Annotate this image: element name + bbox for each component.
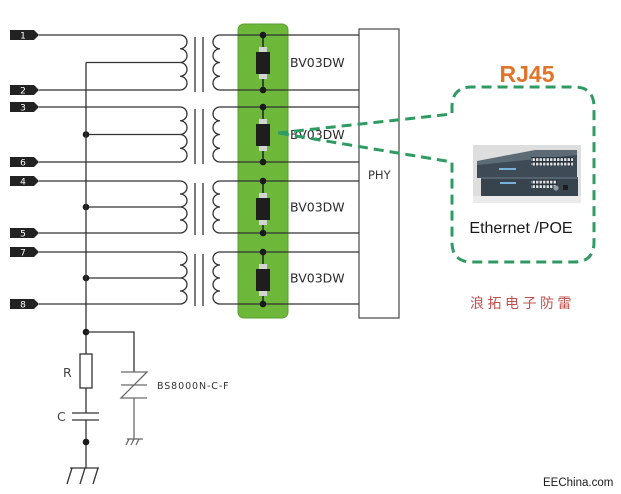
tvs-cap: [259, 74, 267, 79]
junction-dot: [82, 438, 90, 446]
switch-power-port: [563, 185, 568, 190]
pin-7: 7: [10, 247, 180, 258]
pin-tag: [10, 247, 39, 257]
pin-2: 2: [10, 85, 180, 96]
rj45-callout-bubble: [277, 85, 596, 264]
tvs-cap: [259, 119, 267, 124]
phy-box: [358, 28, 400, 319]
junction-dot: [259, 177, 267, 185]
gdt-part-label: BS8000N-C-F: [157, 381, 230, 392]
phy-block: PHY: [358, 28, 400, 319]
pin-label: 5: [20, 229, 26, 239]
tvs-cap: [259, 220, 267, 225]
pin-label: 2: [20, 86, 26, 96]
device-label: Ethernet /POE: [469, 220, 572, 237]
secondary-winding: [212, 251, 221, 305]
pin-label: 7: [20, 248, 26, 258]
tvs-cap: [259, 146, 267, 151]
tvs-diode-4: BV03DW: [256, 248, 345, 308]
pin-tag: [10, 102, 39, 112]
junction-dot: [259, 86, 267, 94]
resistor-label: R: [63, 365, 72, 380]
switch-label-strip: [500, 182, 516, 184]
junction-dot: [259, 229, 267, 237]
switch-photo-floor: [473, 196, 581, 203]
pin-tag: [10, 299, 39, 309]
switch-top-face: [477, 150, 577, 166]
center-tap-protection-network: R C BS8000N-C-F: [57, 62, 230, 485]
ground-hatch: [125, 438, 140, 446]
pin-label: 1: [20, 31, 26, 41]
tvs-body: [256, 124, 270, 146]
pin-label: 4: [20, 177, 26, 187]
switch-lower-edge: [481, 177, 578, 179]
site-watermark: EEChina.com: [543, 477, 613, 489]
tvs-part-label: BV03DW: [290, 55, 345, 70]
tvs-array-background: [237, 23, 289, 319]
tvs-part-label: BV03DW: [290, 271, 345, 286]
switch-lower-ports: [531, 180, 557, 188]
tvs-diode-3: BV03DW: [256, 177, 345, 237]
tvs-body: [256, 269, 270, 291]
pin-tag: [10, 176, 39, 186]
pin-8: 8: [10, 299, 180, 310]
junction-dot: [259, 158, 267, 166]
tvs-cap: [259, 193, 267, 198]
pin-tag: [10, 85, 39, 95]
junction-dot: [259, 103, 267, 111]
capacitor-label: C: [57, 409, 66, 424]
tvs-body: [256, 198, 270, 220]
pin-1: 1: [10, 30, 180, 41]
capacitor-symbol: [72, 412, 99, 421]
pin-5: 5: [10, 228, 180, 239]
transformer-2: [82, 106, 359, 164]
pin-tag: [10, 30, 39, 40]
transformer-4: [82, 251, 359, 306]
ground-hatch: [66, 467, 99, 485]
network-switch-icon: [473, 145, 581, 203]
pin-label: 6: [20, 158, 26, 168]
pin-tag: [10, 228, 39, 238]
switch-upper-ports: [531, 157, 573, 166]
secondary-winding: [212, 180, 221, 234]
gdt-branch-wire: [86, 331, 135, 372]
company-watermark: 浪拓电子防雷: [470, 296, 575, 312]
pin-3: 3: [10, 102, 180, 113]
resistor-symbol: [79, 353, 93, 389]
tvs-body: [256, 52, 270, 74]
transformer-3: [82, 180, 359, 235]
switch-button: [553, 185, 559, 191]
tvs-cap: [259, 47, 267, 52]
connector-pins: 1 2 3 6 4 5 7 8: [10, 30, 180, 310]
pin-4: 4: [10, 176, 180, 187]
switch-label-strip: [499, 168, 516, 170]
secondary-winding: [212, 34, 221, 91]
rj45-title: RJ45: [500, 61, 555, 87]
pin-6: 6: [10, 157, 180, 168]
pin-label: 3: [20, 103, 26, 113]
junction-dot: [259, 300, 267, 308]
phy-label: PHY: [368, 168, 392, 182]
junction-dot: [259, 31, 267, 39]
transformer-1: [86, 34, 359, 92]
tvs-cap: [259, 291, 267, 296]
junction-dot: [259, 248, 267, 256]
pin-tag: [10, 157, 39, 167]
tvs-cap: [259, 264, 267, 269]
chassis-ground-icon: [125, 438, 143, 446]
tvs-part-label: BV03DW: [290, 200, 345, 215]
isolation-transformers: [82, 34, 359, 306]
tvs-diode-1: BV03DW: [256, 31, 345, 94]
earth-ground-icon: [66, 467, 99, 485]
secondary-winding: [212, 106, 221, 163]
pin-label: 8: [20, 300, 26, 310]
